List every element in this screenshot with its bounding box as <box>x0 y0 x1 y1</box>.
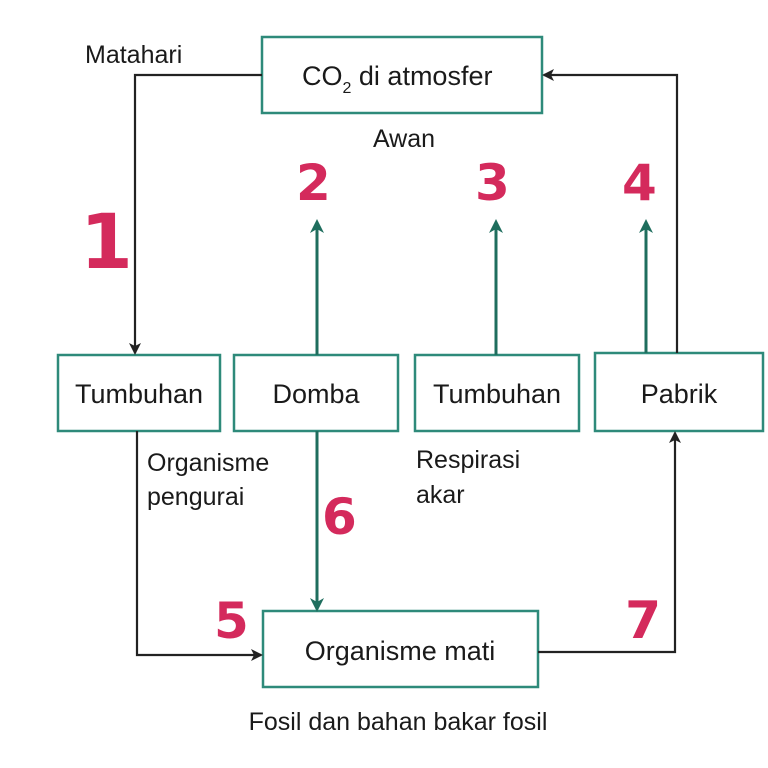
tumbuhan-box-1 <box>56 353 222 433</box>
respirasi-akar-label-line1: Respirasi <box>416 446 520 474</box>
awan-label: Awan <box>373 125 435 153</box>
arrow-tumbuhan-to-organisme-mati <box>135 431 263 661</box>
matahari-label: Matahari <box>85 41 182 69</box>
fosil-label: Fosil dan bahan bakar fosil <box>249 708 548 736</box>
respirasi-akar-label-line2: akar <box>416 481 465 509</box>
organisme-pengurai-label-line1: Organisme <box>147 449 269 477</box>
number-7: 7 <box>625 591 661 651</box>
organisme-pengurai-label-line2: pengurai <box>147 483 244 511</box>
domba-label: Domba <box>272 379 360 409</box>
number-3: 3 <box>475 154 510 212</box>
number-5: 5 <box>214 592 249 650</box>
arrow-organisme-mati-to-pabrik <box>538 431 681 654</box>
tumbuhan-box-2 <box>413 353 581 433</box>
tumbuhan-label-2: Tumbuhan <box>433 379 561 409</box>
tumbuhan-label-1: Tumbuhan <box>75 379 203 409</box>
organisme-mati-box <box>261 609 540 689</box>
number-4: 4 <box>622 154 657 212</box>
number-1: 1 <box>80 197 133 286</box>
co2-atmosfer-box <box>260 35 544 115</box>
number-2: 2 <box>296 154 331 212</box>
co2-atmosfer-label: CO2 di atmosfer <box>302 61 492 97</box>
arrow-co2-to-tumbuhan <box>129 73 262 355</box>
number-6: 6 <box>322 488 357 546</box>
arrow-pabrik-to-co2 <box>542 69 679 353</box>
pabrik-label: Pabrik <box>641 379 718 409</box>
organisme-mati-label: Organisme mati <box>305 636 496 666</box>
